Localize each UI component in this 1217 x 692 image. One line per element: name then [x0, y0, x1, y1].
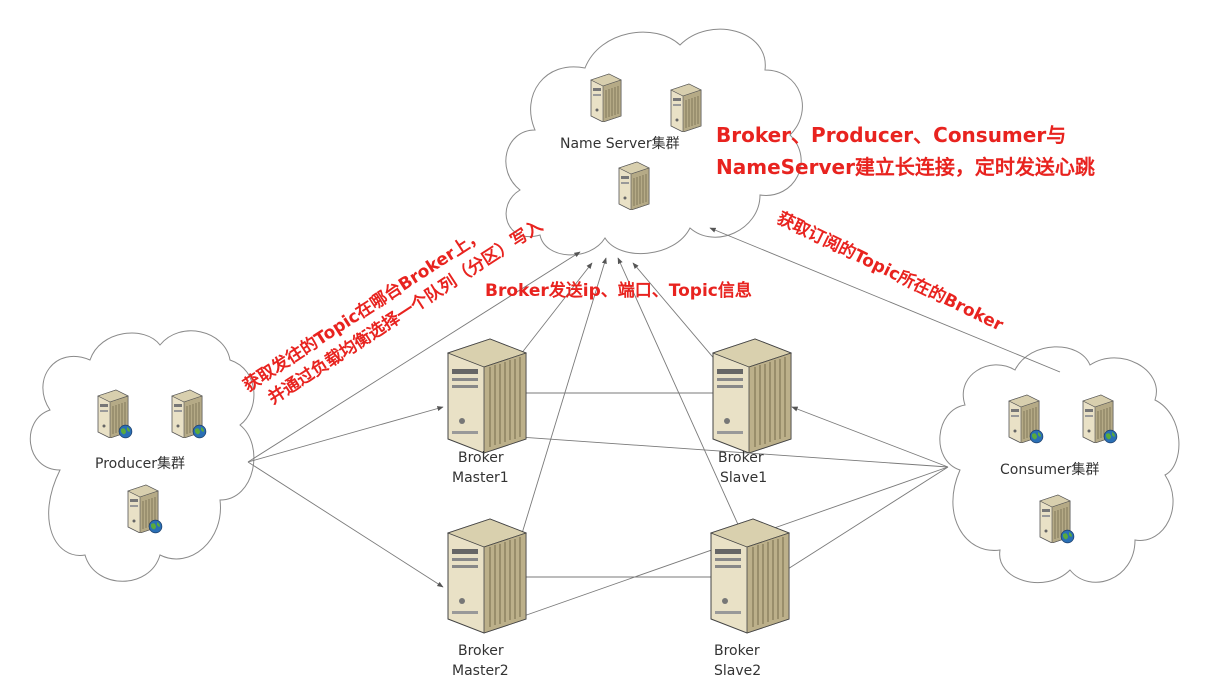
broker-slave2-label-line1: Broker — [714, 643, 760, 659]
globe-icon — [192, 424, 207, 439]
server-icon — [670, 83, 702, 132]
broker-register-annotation: Broker发送ip、端口、Topic信息 — [485, 280, 752, 301]
edge-producer-nameserver — [247, 251, 581, 463]
edge-consumer-slave1 — [791, 406, 949, 468]
producer-cluster: Producer集群 — [95, 389, 207, 534]
broker-master1-label-line1: Broker — [458, 450, 504, 466]
consumer-cloud — [939, 346, 1180, 584]
broker-master1: Broker Master1 — [447, 338, 527, 486]
server-icon — [590, 73, 622, 122]
globe-icon — [1029, 429, 1044, 444]
globe-icon — [1060, 529, 1075, 544]
broker-slave1: Broker Slave1 — [712, 338, 792, 486]
edge-master2-nameserver — [519, 257, 607, 541]
edge-producer-master2 — [247, 461, 444, 588]
edge-producer-master1 — [247, 406, 444, 463]
server-icon — [447, 338, 527, 454]
globe-icon — [148, 519, 163, 534]
server-icon — [447, 518, 527, 634]
edge-consumer-master1 — [504, 433, 949, 468]
globe-icon — [118, 424, 133, 439]
broker-master2-label-line2: Master2 — [452, 663, 509, 679]
producer-cluster-label: Producer集群 — [95, 455, 185, 472]
nameserver-cloud — [505, 28, 803, 256]
broker-slave2: Broker Slave2 — [710, 518, 790, 679]
heartbeat-annotation-line2: NameServer建立长连接，定时发送心跳 — [716, 155, 1095, 179]
broker-slave1-label-line1: Broker — [718, 450, 764, 466]
broker-master1-label-line2: Master1 — [452, 470, 509, 486]
globe-icon — [1103, 429, 1118, 444]
consumer-annotation-text: 获取订阅的Topic所在的Broker — [774, 208, 1007, 336]
edge-slave2-nameserver — [617, 257, 746, 541]
broker-slave1-label-line2: Slave1 — [720, 470, 767, 486]
server-icon — [618, 161, 650, 210]
broker-master2-label-line1: Broker — [458, 643, 504, 659]
broker-slave2-label-line2: Slave2 — [714, 663, 761, 679]
edge-consumer-slave2 — [779, 466, 949, 575]
heartbeat-annotation-line1: Broker、Producer、Consumer与 — [716, 123, 1066, 147]
server-icon — [710, 518, 790, 634]
edge-consumer-nameserver — [709, 227, 1061, 373]
consumer-annotation: 获取订阅的Topic所在的Broker — [774, 208, 1007, 336]
nameserver-cluster-label: Name Server集群 — [560, 135, 680, 152]
consumer-cluster-label: Consumer集群 — [1000, 461, 1099, 478]
producer-cloud — [29, 330, 255, 582]
nameserver-cluster: Name Server集群 — [560, 73, 702, 210]
server-icon — [712, 338, 792, 454]
broker-master2: Broker Master2 — [447, 518, 527, 679]
consumer-cluster: Consumer集群 — [1000, 394, 1118, 544]
